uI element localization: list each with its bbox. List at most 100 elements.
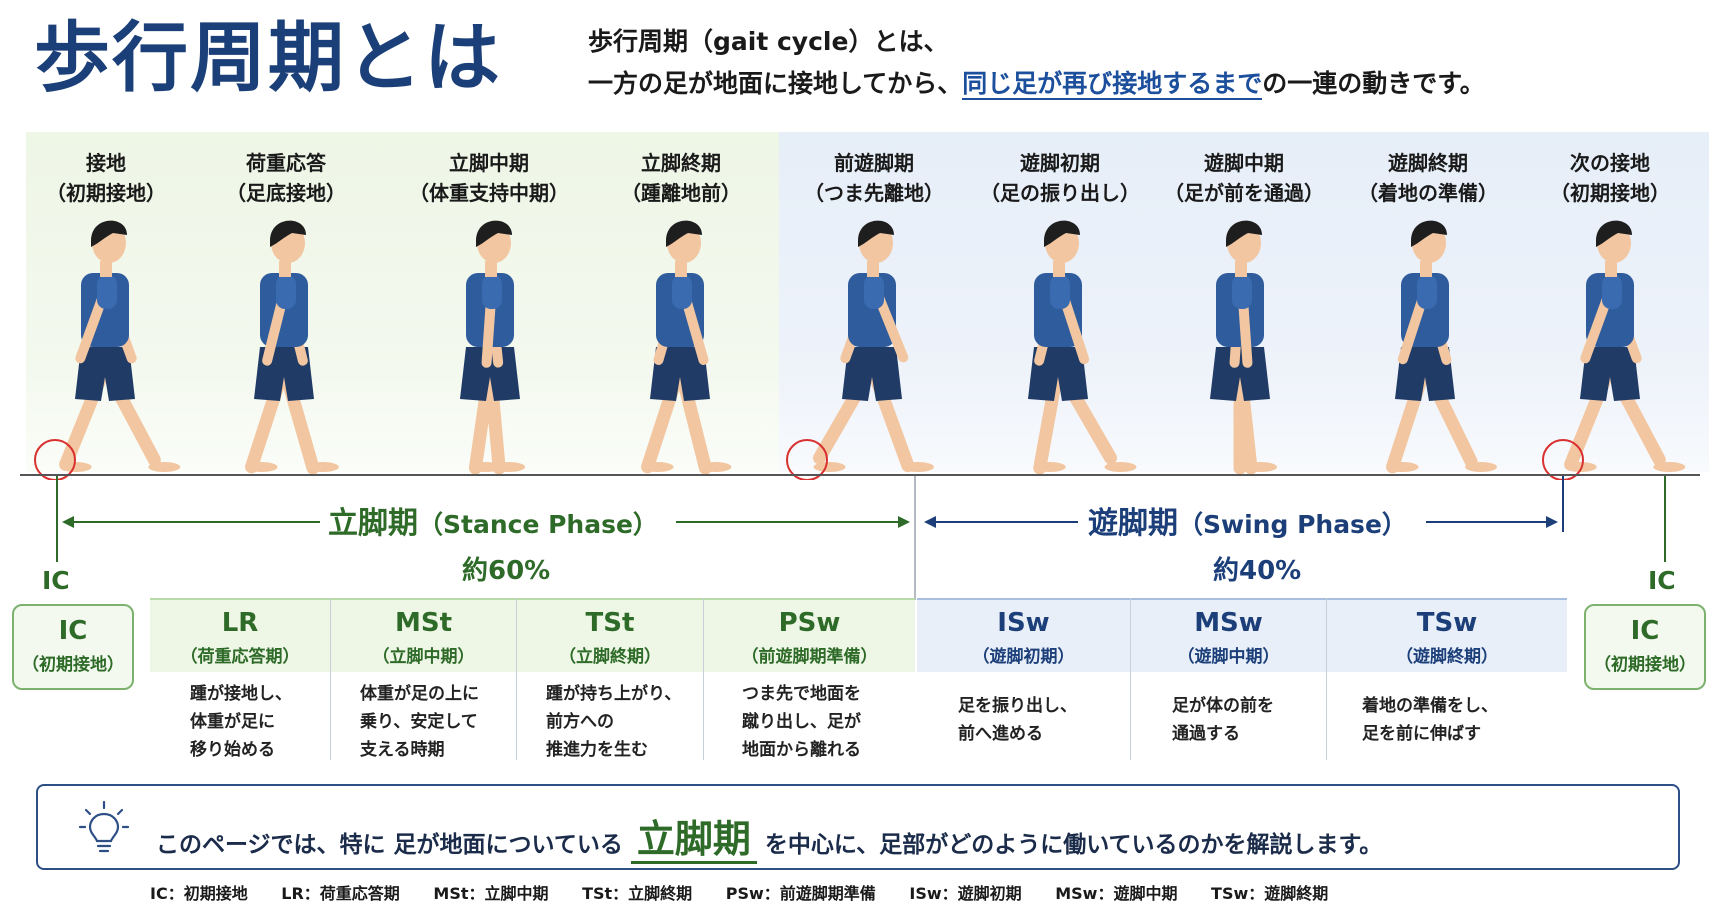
walker-sleeve	[1232, 275, 1252, 309]
walker-sleeve	[1602, 275, 1622, 309]
ic-box-left: IC （初期接地）	[12, 604, 134, 690]
walker-shorts	[842, 347, 902, 401]
ground-line	[20, 474, 1700, 476]
tip-emphasis: 立脚期	[630, 817, 757, 864]
walker-front-foot	[493, 462, 526, 472]
subphase-desc-msw: 足が体の前を 通過する	[1172, 696, 1274, 744]
walker-front-foot	[306, 462, 339, 472]
tip-text: このページでは、特に 足が地面についている 立脚期 を中心に、足部がどのように働…	[156, 808, 1382, 864]
contact-circle	[1542, 439, 1584, 480]
walker-neck	[1420, 261, 1432, 277]
walker-back-foot	[1386, 462, 1419, 472]
stance-arrowhead-left	[62, 516, 74, 528]
walker-hair	[858, 220, 894, 247]
intro-line-1: 歩行周期（gait cycle）とは、	[588, 27, 949, 56]
column-divider	[1326, 598, 1327, 760]
walker-sleeve	[97, 275, 117, 309]
column-divider	[330, 598, 331, 760]
legend-item: IC：初期接地	[150, 884, 248, 903]
phase-label-5: 前遊脚期（つま先離地）	[804, 151, 944, 205]
walker-back-foot	[59, 462, 92, 472]
walker-neck	[1605, 261, 1617, 277]
column-divider	[703, 598, 704, 760]
legend-item: TSt：立脚終期	[582, 884, 693, 903]
walker-sleeve	[1050, 275, 1070, 309]
walker-shorts	[460, 347, 520, 401]
subphase-desc-lr: 踵が接地し、 体重が足に 移り始める	[190, 684, 292, 760]
walker-hair	[1044, 220, 1080, 247]
phase-label-2: 荷重応答（足底接地）	[226, 151, 346, 205]
walker-shorts	[1580, 347, 1640, 401]
subphase-desc-tsw: 着地の準備をし、 足を前に伸ばす	[1362, 696, 1498, 744]
legend-item: PSw：前遊脚期準備	[725, 884, 876, 903]
intro-line-2-end: の一連の動きです。	[1262, 69, 1485, 98]
walker-neck	[867, 261, 879, 277]
contact-circle	[786, 439, 828, 480]
walker-front-foot	[1653, 462, 1686, 472]
walker-front-foot	[641, 462, 674, 472]
intro-line-2: 一方の足が地面に接地してから、同じ足が再び接地するまでの一連の動きです。	[588, 64, 1485, 100]
walker-shorts	[650, 347, 710, 401]
ic-marker-right: IC	[1648, 566, 1676, 595]
intro-highlight: 同じ足が再び接地するまで	[962, 69, 1263, 100]
stance-panel	[26, 132, 779, 472]
phase-label-1: 接地（初期接地）	[46, 151, 166, 205]
swing-phase-label: 遊脚期（Swing Phase）	[1088, 506, 1407, 541]
walker-front-foot	[1234, 462, 1266, 472]
walker-back-foot	[1564, 462, 1597, 472]
tip-box: このページでは、特に 足が地面についている 立脚期 を中心に、足部がどのように働…	[36, 784, 1680, 870]
intro-line-2-start: 一方の足が地面に接地してから、	[588, 69, 963, 98]
swing-arrowhead-left	[924, 516, 936, 528]
stance-percent: 約60%	[462, 556, 551, 586]
walker-shorts	[1395, 347, 1455, 401]
walker-neck	[675, 261, 687, 277]
walker-back-foot	[245, 462, 278, 472]
subphase-tsw: TSw（遊脚終期）	[1327, 598, 1567, 672]
stance-phase-label: 立脚期（Stance Phase）	[328, 506, 658, 541]
walker-neck	[1053, 261, 1065, 277]
walker-hair	[1596, 220, 1632, 247]
walker-hair	[476, 220, 512, 247]
walker-front-foot	[1465, 462, 1498, 472]
walking-figures	[34, 220, 1686, 480]
lightbulb-icon	[78, 800, 130, 853]
abbreviation-legend: IC：初期接地 LR：荷重応答期 MSt：立脚中期 TSt：立脚終期 PSw：前…	[150, 880, 1356, 904]
walker-sleeve	[1417, 275, 1437, 309]
walker-neck	[279, 261, 291, 277]
subphase-desc-tst: 踵が持ち上がり、 前方への 推進力を生む	[546, 684, 682, 760]
walker-hair	[1226, 220, 1262, 247]
walker-front-foot	[1033, 462, 1066, 472]
ic-box-right: IC （初期接地）	[1584, 604, 1706, 690]
contact-circle	[34, 439, 76, 480]
subphase-desc-mst: 体重が足の上に 乗り、安定して 支える時期	[360, 684, 479, 760]
walker-sleeve	[672, 275, 692, 309]
subphase-msw: MSw（遊脚中期）	[1131, 598, 1326, 672]
walker-shorts	[1210, 347, 1270, 401]
walker-back-foot	[1104, 462, 1137, 472]
walker-hair	[1411, 220, 1447, 247]
phase-label-4: 立脚終期（踵離地前）	[621, 151, 741, 205]
phase-label-8: 遊脚終期（着地の準備）	[1358, 151, 1498, 205]
legend-item: LR：荷重応答期	[281, 884, 400, 903]
phase-span-lines	[56, 476, 1666, 600]
subphase-mst: MSt（立脚中期）	[331, 598, 516, 672]
swing-percent: 約40%	[1213, 556, 1302, 586]
walker-hair	[91, 220, 127, 247]
walker-hair	[666, 220, 702, 247]
stance-arrowhead-right	[898, 516, 910, 528]
legend-item: MSw：遊脚中期	[1055, 884, 1178, 903]
ic-marker-left: IC	[42, 566, 70, 595]
walker-shorts	[75, 347, 135, 401]
subphase-tst: TSt（立脚終期）	[517, 598, 703, 672]
phase-label-3: 立脚中期（体重支持中期）	[409, 151, 569, 205]
subphase-lr: LR（荷重応答期）	[150, 598, 330, 672]
walker-neck	[485, 261, 497, 277]
page-title: 歩行周期とは	[34, 13, 502, 102]
subphase-desc-psw: つま先で地面を 蹴り出し、足が 地面から離れる	[742, 684, 861, 760]
legend-item: TSw：遊脚終期	[1211, 884, 1329, 903]
walker-sleeve	[482, 275, 502, 309]
column-divider	[516, 598, 517, 760]
walker-front-foot	[148, 462, 181, 472]
walker-sleeve	[276, 275, 296, 309]
walker-neck	[100, 261, 112, 277]
